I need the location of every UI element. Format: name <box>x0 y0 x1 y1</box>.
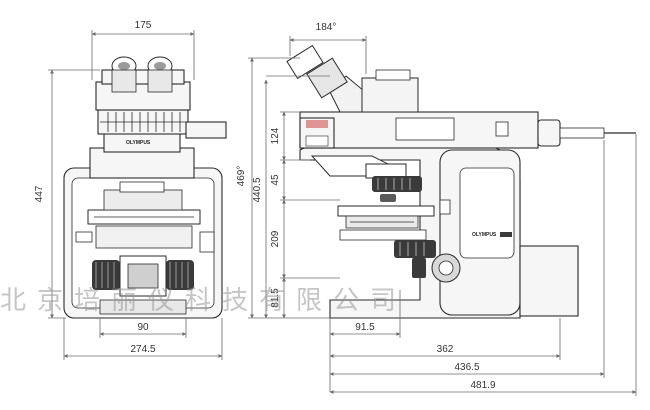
stage-front <box>75 181 215 253</box>
dim-side-total-height: 469° <box>236 57 330 319</box>
dim-side-440: 440.5 <box>252 75 330 319</box>
dim-label-124: 124 <box>270 127 281 144</box>
eyepiece-side <box>286 44 419 113</box>
dim-side-436: 436.5 <box>329 140 605 378</box>
dim-label-274-5: 274.5 <box>130 344 155 355</box>
dim-label-362: 362 <box>437 344 454 355</box>
dim-label-81-5: 81.5 <box>270 288 281 308</box>
dim-label-45: 45 <box>270 174 281 186</box>
dim-front-top-width: 175 <box>91 20 195 80</box>
watermark-text: 北京培丽仪科技有限公司 <box>0 286 408 316</box>
focus-knobs-front <box>92 255 194 297</box>
dim-front-height: 447 <box>34 69 100 319</box>
front-view: OLYMPUS <box>34 20 227 360</box>
front-grid <box>100 112 186 132</box>
dim-label-209: 209 <box>270 230 281 247</box>
dim-side-segments: 124 45 209 81.5 <box>270 111 340 319</box>
dim-label-184: 184° <box>316 22 337 33</box>
stage-side <box>310 155 461 283</box>
dim-side-362: 362 <box>329 318 561 360</box>
front-brand-label: OLYMPUS <box>126 140 151 146</box>
dim-front-base-inner: 90 <box>99 318 187 338</box>
side-view: OLYMPUS <box>236 22 637 396</box>
dim-label-481-9: 481.9 <box>470 380 495 391</box>
dim-front-base-width: 274.5 <box>63 318 223 360</box>
dim-label-447: 447 <box>34 185 45 202</box>
dim-label-440-5: 440.5 <box>252 177 263 202</box>
dim-label-91-5: 91.5 <box>355 322 375 333</box>
dim-label-90: 90 <box>137 322 149 333</box>
dim-label-436-5: 436.5 <box>454 362 479 373</box>
dim-side-tilt: 184° <box>289 22 367 74</box>
dim-side-481: 481.9 <box>329 134 637 396</box>
dim-label-175: 175 <box>135 20 152 31</box>
side-brand-label: OLYMPUS <box>472 232 497 238</box>
eyepieces-front <box>111 56 173 93</box>
dim-label-469: 469° <box>236 166 247 187</box>
